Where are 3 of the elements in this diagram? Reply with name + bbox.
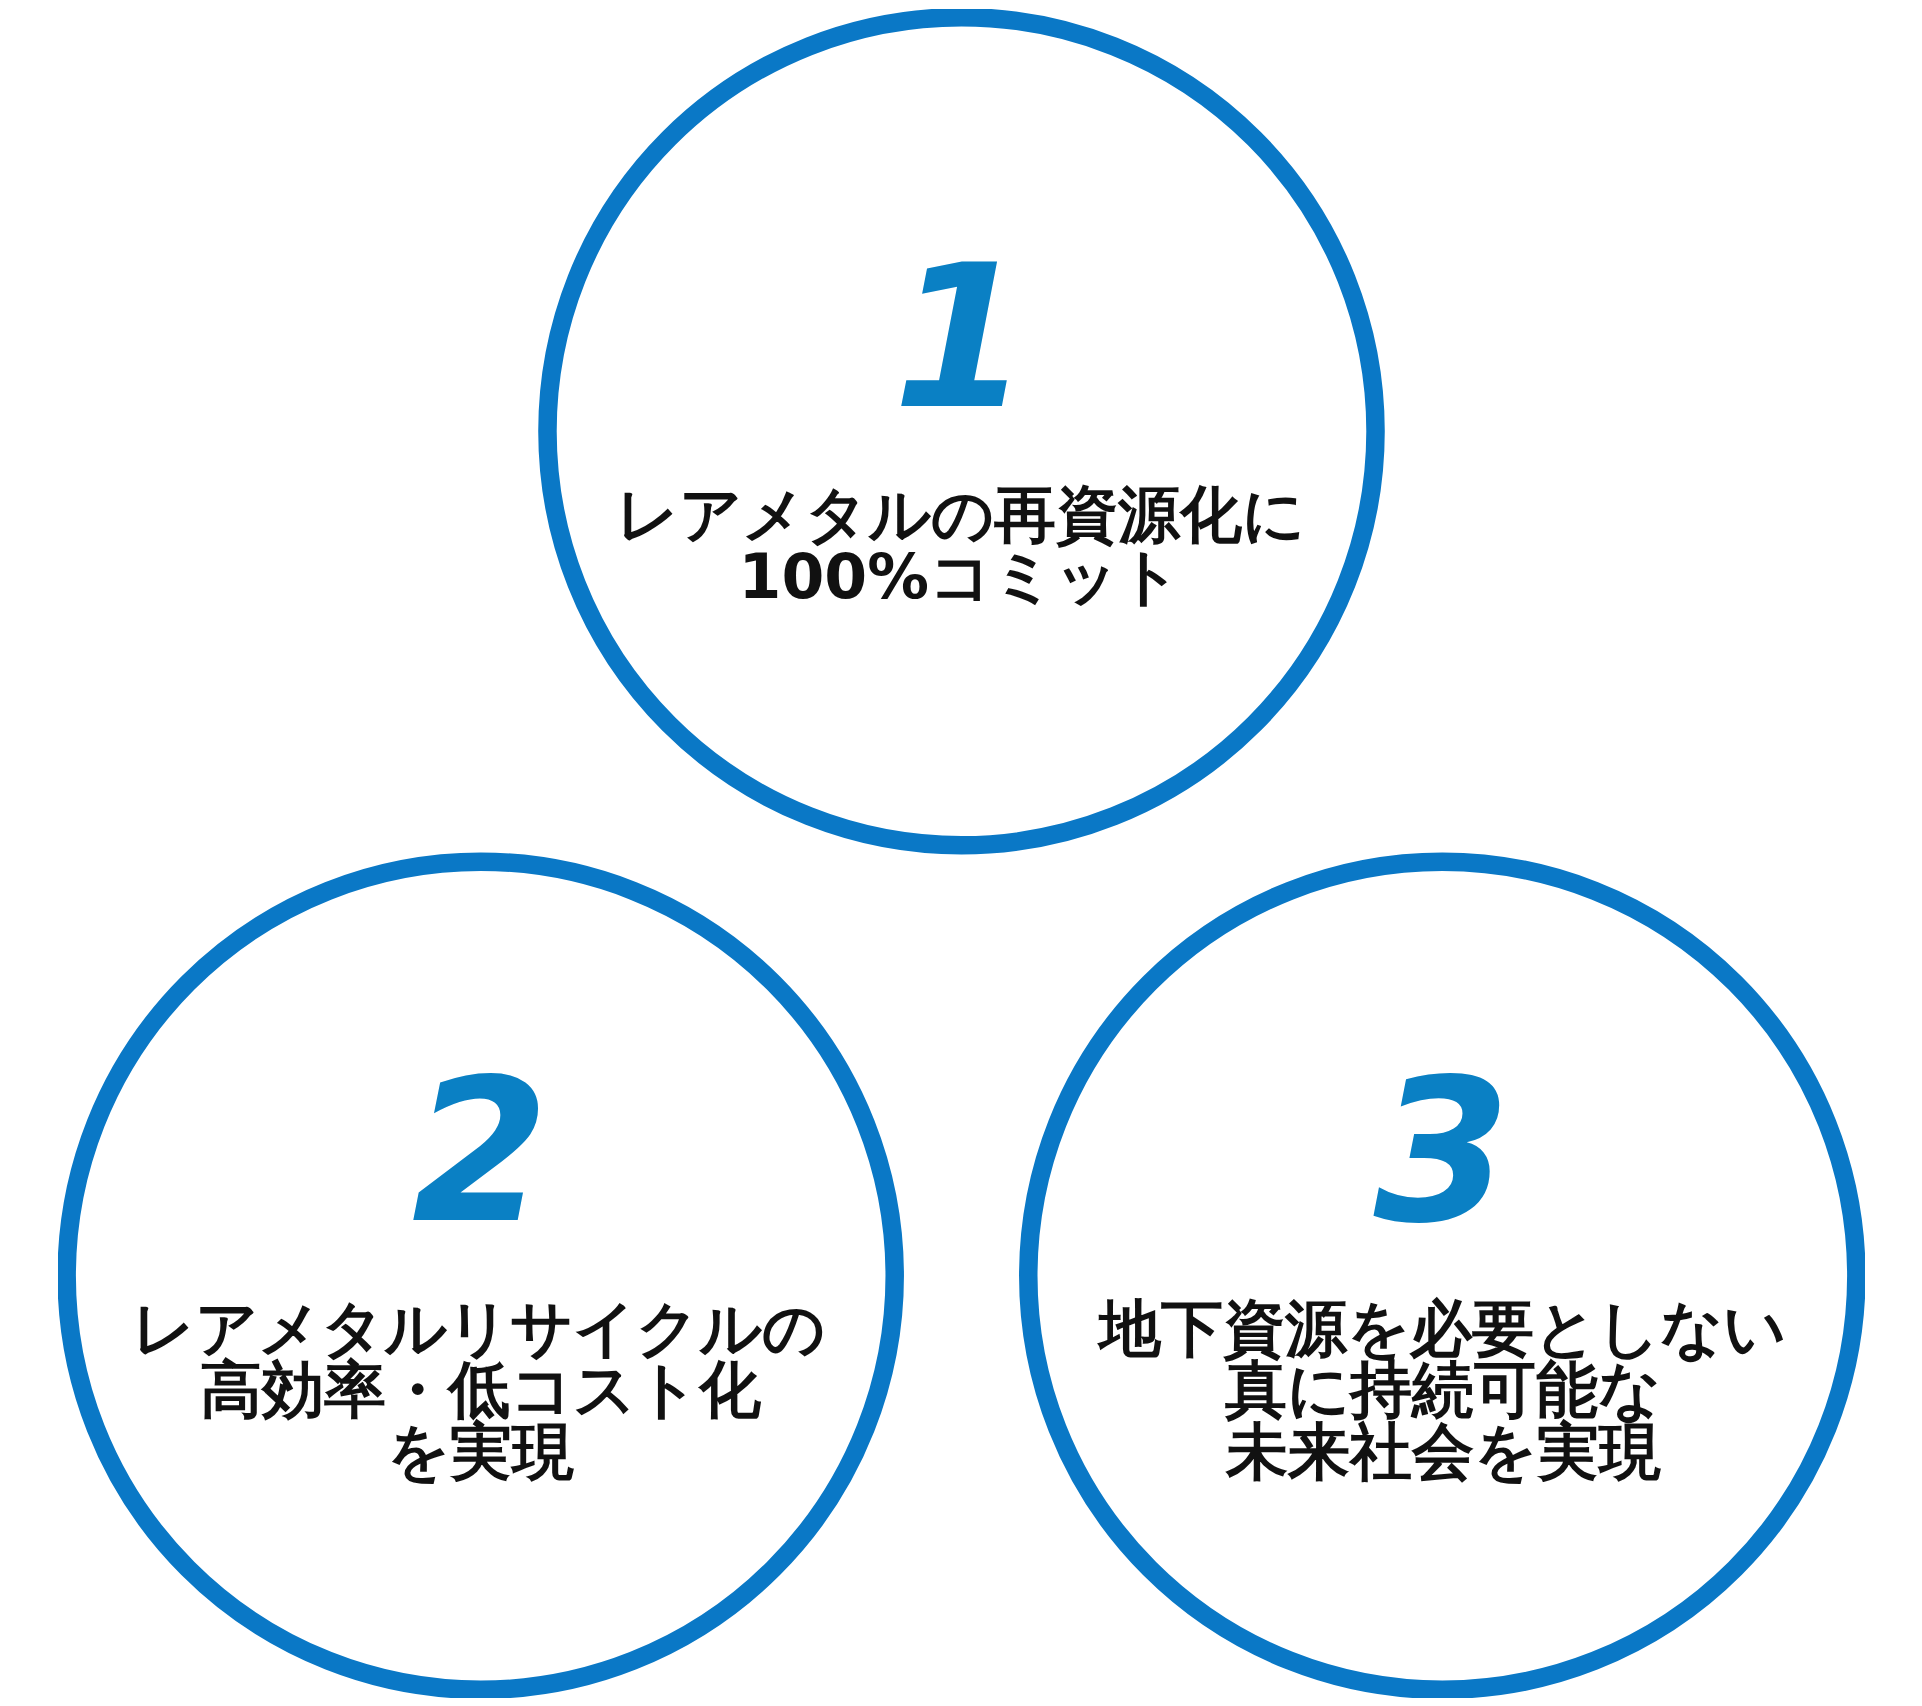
node-circle: 1 レアメタルの再資源化に100%コミット: [537, 8, 1385, 855]
node-circle: 3 地下資源を必要としない真に持続可能な未来社会を実現: [1018, 851, 1865, 1698]
node-circle: 2 レアメタルリサイクルの高効率・低コスト化を実現: [57, 851, 904, 1698]
